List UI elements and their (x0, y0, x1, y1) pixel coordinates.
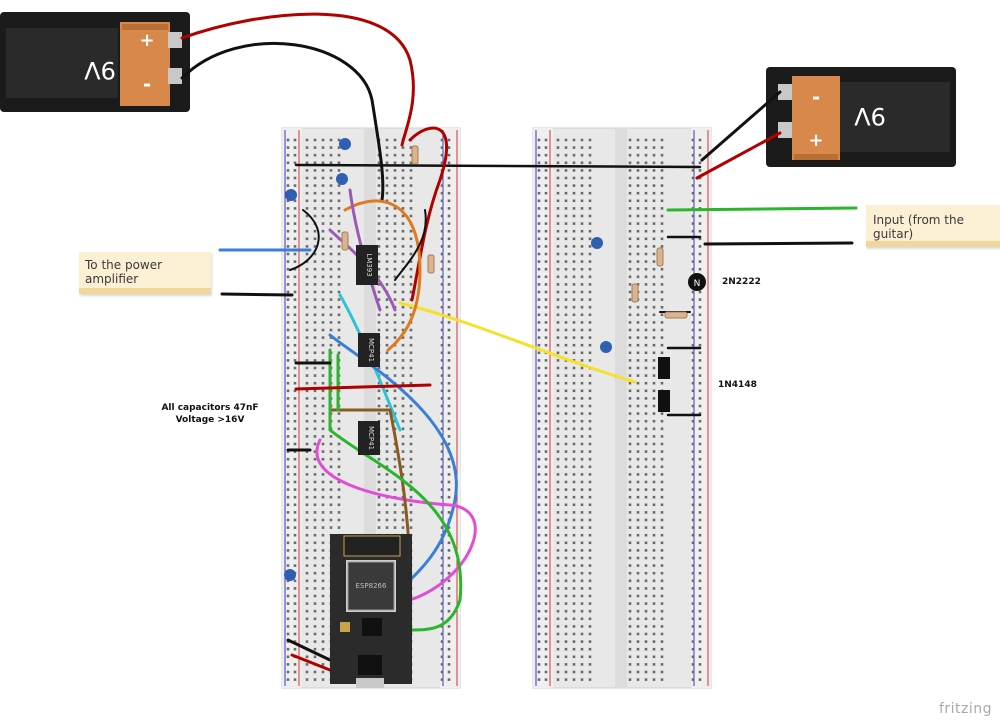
battery-left: + - 9V (0, 12, 190, 112)
note-capacitors: All capacitors 47nF Voltage >16V (160, 402, 260, 426)
battery-left-plus: + (139, 30, 154, 51)
label-2n2222: 2N2222 (722, 277, 761, 287)
note-guitar-input: Input (from the guitar) (866, 205, 1000, 247)
battery-left-minus: - (143, 72, 151, 96)
battery-right-label: 9V (854, 102, 886, 130)
breadboard-right (532, 127, 712, 689)
diodes-1n4148 (658, 357, 670, 412)
esp-board: ESP8266 (330, 534, 412, 688)
ic-mcp-a-label: MCP41 (367, 338, 375, 362)
capacitors-line1: All capacitors 47nF (161, 403, 259, 413)
transistor-2n2222: N (688, 273, 706, 291)
battery-left-label: 9V (84, 56, 116, 84)
note-power-amplifier: To the power amplifier (79, 252, 211, 294)
capacitors-line2: Voltage >16V (175, 415, 245, 425)
ic-mcp-b-label: MCP41 (367, 426, 375, 450)
esp-module-label: ESP8266 (356, 582, 387, 590)
capacitors (284, 138, 612, 581)
battery-right-plus: + (808, 130, 823, 151)
label-1n4148: 1N4148 (718, 380, 757, 390)
fritzing-logo: fritzing (938, 701, 992, 717)
battery-right: - + 9V (766, 67, 956, 167)
battery-right-minus: - (812, 85, 820, 109)
svg-text:N: N (694, 279, 701, 289)
ics: LM393 MCP41 MCP41 (356, 245, 380, 455)
resistors (341, 145, 688, 319)
ic-lm393-label: LM393 (365, 253, 373, 276)
